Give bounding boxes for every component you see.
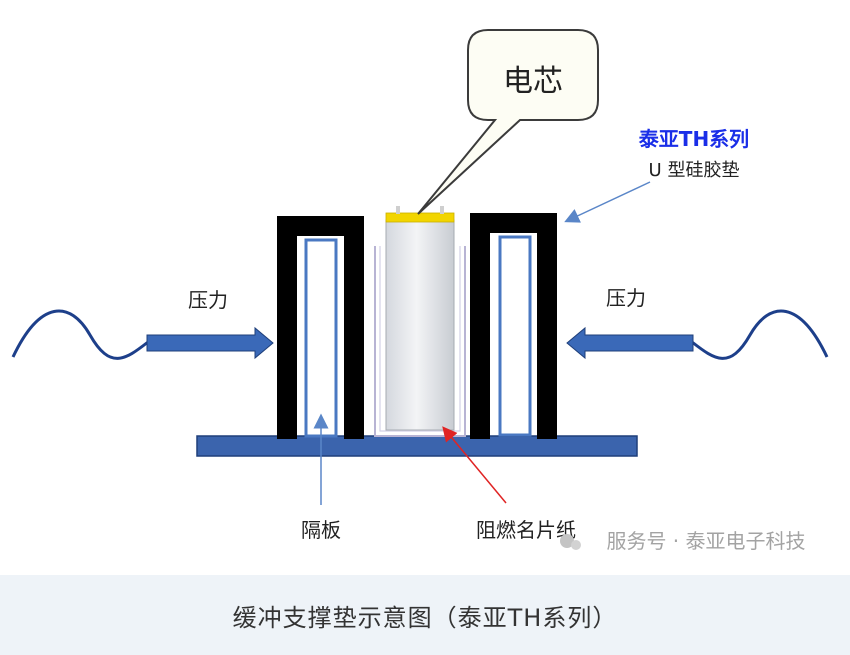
right-wave [691,309,829,360]
base-plate [196,435,638,457]
pad-label: U 型硅胶垫 [649,160,740,181]
cushion-support-diagram: 电芯 泰亚TH系列 U 型硅胶垫 压力 压力 隔板 阻燃名片纸 服务号 · 泰亚… [11,29,829,553]
left-separator-plate [304,238,338,438]
paper-pointer-arrow [442,426,507,504]
pressure-left-label: 压力 [188,288,228,312]
left-pressure-arrow [146,326,274,360]
cell-speech-bubble [417,29,599,215]
right-u-pad [470,213,557,439]
flame-retardant-paper [374,246,466,437]
left-wave [11,309,149,360]
pad-pointer-arrow [564,181,651,223]
bubble-label: 电芯 [503,64,563,99]
cell-top-cap [385,212,455,223]
left-u-pad [277,216,364,439]
watermark: 服务号 · 泰亚电子科技 [606,529,805,553]
caption-bar: 缓冲支撑垫示意图（泰亚TH系列） [0,575,850,655]
paper-label: 阻燃名片纸 [476,518,576,542]
wechat-icon [560,534,574,548]
separator-label: 隔板 [301,518,341,542]
right-pressure-arrow [566,326,694,360]
pressure-right-label: 压力 [606,286,646,310]
series-title: 泰亚TH系列 [638,127,749,151]
figure-caption: 缓冲支撑垫示意图（泰亚TH系列） [232,603,618,632]
right-separator-plate [498,235,532,437]
battery-cell [385,219,455,431]
